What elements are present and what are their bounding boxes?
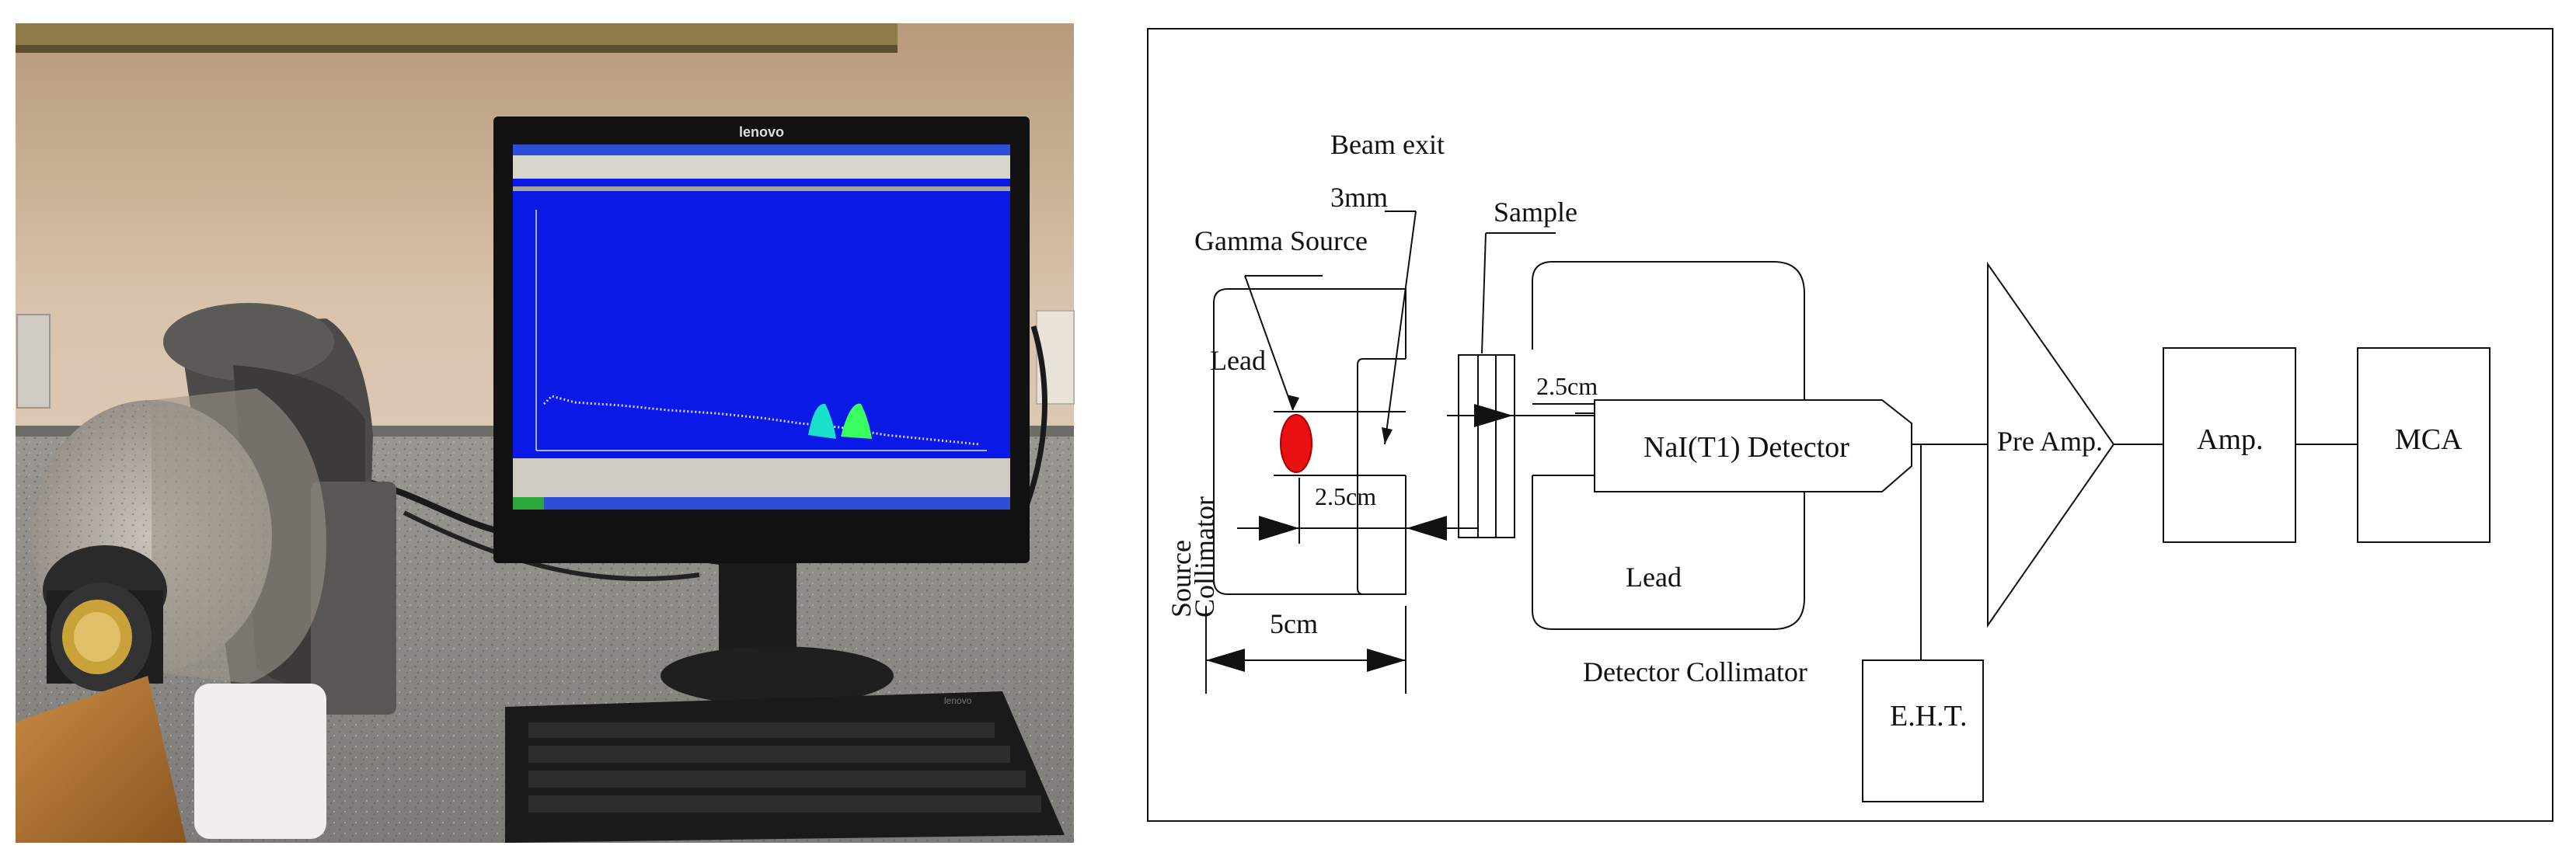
keyboard-brand: lenovo [944, 695, 972, 706]
detector-collimator-outline [1532, 261, 1805, 400]
pre-amp-label: Pre Amp. [1997, 426, 2103, 457]
mca-label: MCA [2395, 423, 2463, 456]
pre-amp [1987, 261, 2115, 628]
eht-label: E.H.T. [1890, 700, 1968, 732]
setup-photo: lenovo lenovo [0, 0, 1089, 856]
monitor-brand: lenovo [739, 124, 784, 140]
dim-5cm: 5cm [1270, 608, 1318, 639]
source-label: Source [1166, 540, 1197, 618]
detector [1594, 399, 1912, 492]
collimator-label: Collimator [1189, 496, 1220, 618]
beam-exit-size-label: 3mm [1330, 182, 1388, 213]
eht-box [1862, 659, 1984, 802]
monitor-screen [513, 144, 1010, 510]
spectrum-peak-1 [808, 403, 836, 439]
wall-outlet [16, 314, 51, 409]
wooden-block [16, 676, 186, 843]
lead-detector-label: Lead [1626, 562, 1682, 593]
detector-label: NaI(T1) Detector [1644, 431, 1849, 464]
sample-label: Sample [1494, 197, 1577, 228]
monitor-stand [719, 559, 797, 652]
dim-2-5cm-top: 2.5cm [1536, 372, 1598, 400]
dim-2-5cm-bottom: 2.5cm [1315, 482, 1376, 510]
shelf [16, 23, 898, 45]
schematic-diagram: Lead Gamma Source Beam exit 3mm Source C… [1089, 0, 2576, 856]
amp-box [2163, 347, 2296, 543]
keyboard [505, 691, 1065, 843]
gamma-source [1280, 414, 1312, 473]
amp-label: Amp. [2197, 423, 2264, 456]
detector-collimator-label: Detector Collimator [1583, 656, 1807, 687]
lead-source-label: Lead [1210, 345, 1266, 376]
sample [1458, 354, 1515, 538]
support-block [194, 684, 326, 839]
gamma-source-label: Gamma Source [1194, 225, 1368, 256]
beam-exit-label: Beam exit [1330, 129, 1445, 160]
spectrum-peak-2 [841, 403, 872, 439]
mca-box [2357, 347, 2491, 543]
